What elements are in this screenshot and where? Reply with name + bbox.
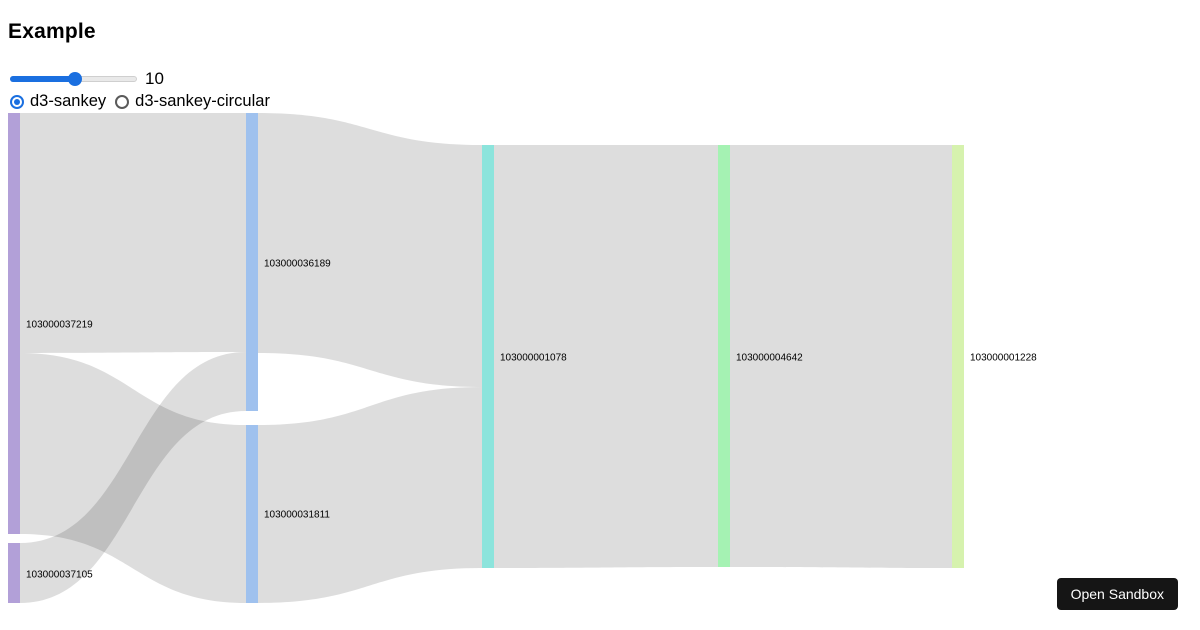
open-sandbox-button[interactable]: Open Sandbox — [1056, 578, 1178, 610]
slider-row: 10 — [10, 69, 164, 88]
sankey-node[interactable] — [246, 425, 258, 603]
sankey-link — [258, 387, 482, 603]
sankey-link — [730, 145, 952, 568]
page-title: Example — [8, 20, 96, 43]
sankey-node[interactable] — [8, 543, 20, 603]
sankey-node-label: 103000001078 — [500, 353, 567, 364]
slider-value: 10 — [145, 69, 164, 88]
sankey-node[interactable] — [952, 145, 964, 568]
sankey-node-label: 103000031811 — [264, 510, 330, 521]
layout-radio-group: d3-sankey d3-sankey-circular — [10, 92, 279, 111]
sankey-node[interactable] — [8, 113, 20, 534]
slider-fill — [10, 76, 75, 82]
iterations-slider[interactable] — [10, 71, 137, 87]
radio-d3-sankey-circular[interactable]: d3-sankey-circular — [115, 92, 270, 111]
radio-label: d3-sankey-circular — [135, 92, 270, 110]
sankey-link — [494, 145, 718, 568]
sankey-node-label: 103000036189 — [264, 259, 331, 270]
sankey-link — [20, 113, 246, 353]
sankey-node[interactable] — [482, 145, 494, 568]
radio-circle-icon[interactable] — [10, 94, 24, 109]
radio-d3-sankey[interactable]: d3-sankey — [10, 92, 106, 111]
sankey-node-label: 103000037105 — [26, 570, 93, 581]
sankey-node-label: 103000037219 — [26, 320, 93, 331]
sankey-node-label: 103000004642 — [736, 353, 803, 364]
sankey-node[interactable] — [246, 113, 258, 411]
sankey-link — [258, 113, 482, 387]
radio-circle-icon[interactable] — [115, 94, 130, 109]
slider-thumb[interactable] — [67, 72, 82, 86]
sankey-link — [20, 353, 246, 603]
sankey-link — [20, 352, 246, 603]
radio-label: d3-sankey — [30, 92, 107, 110]
sankey-node[interactable] — [718, 145, 730, 567]
sankey-node-label: 103000001228 — [970, 353, 1037, 364]
